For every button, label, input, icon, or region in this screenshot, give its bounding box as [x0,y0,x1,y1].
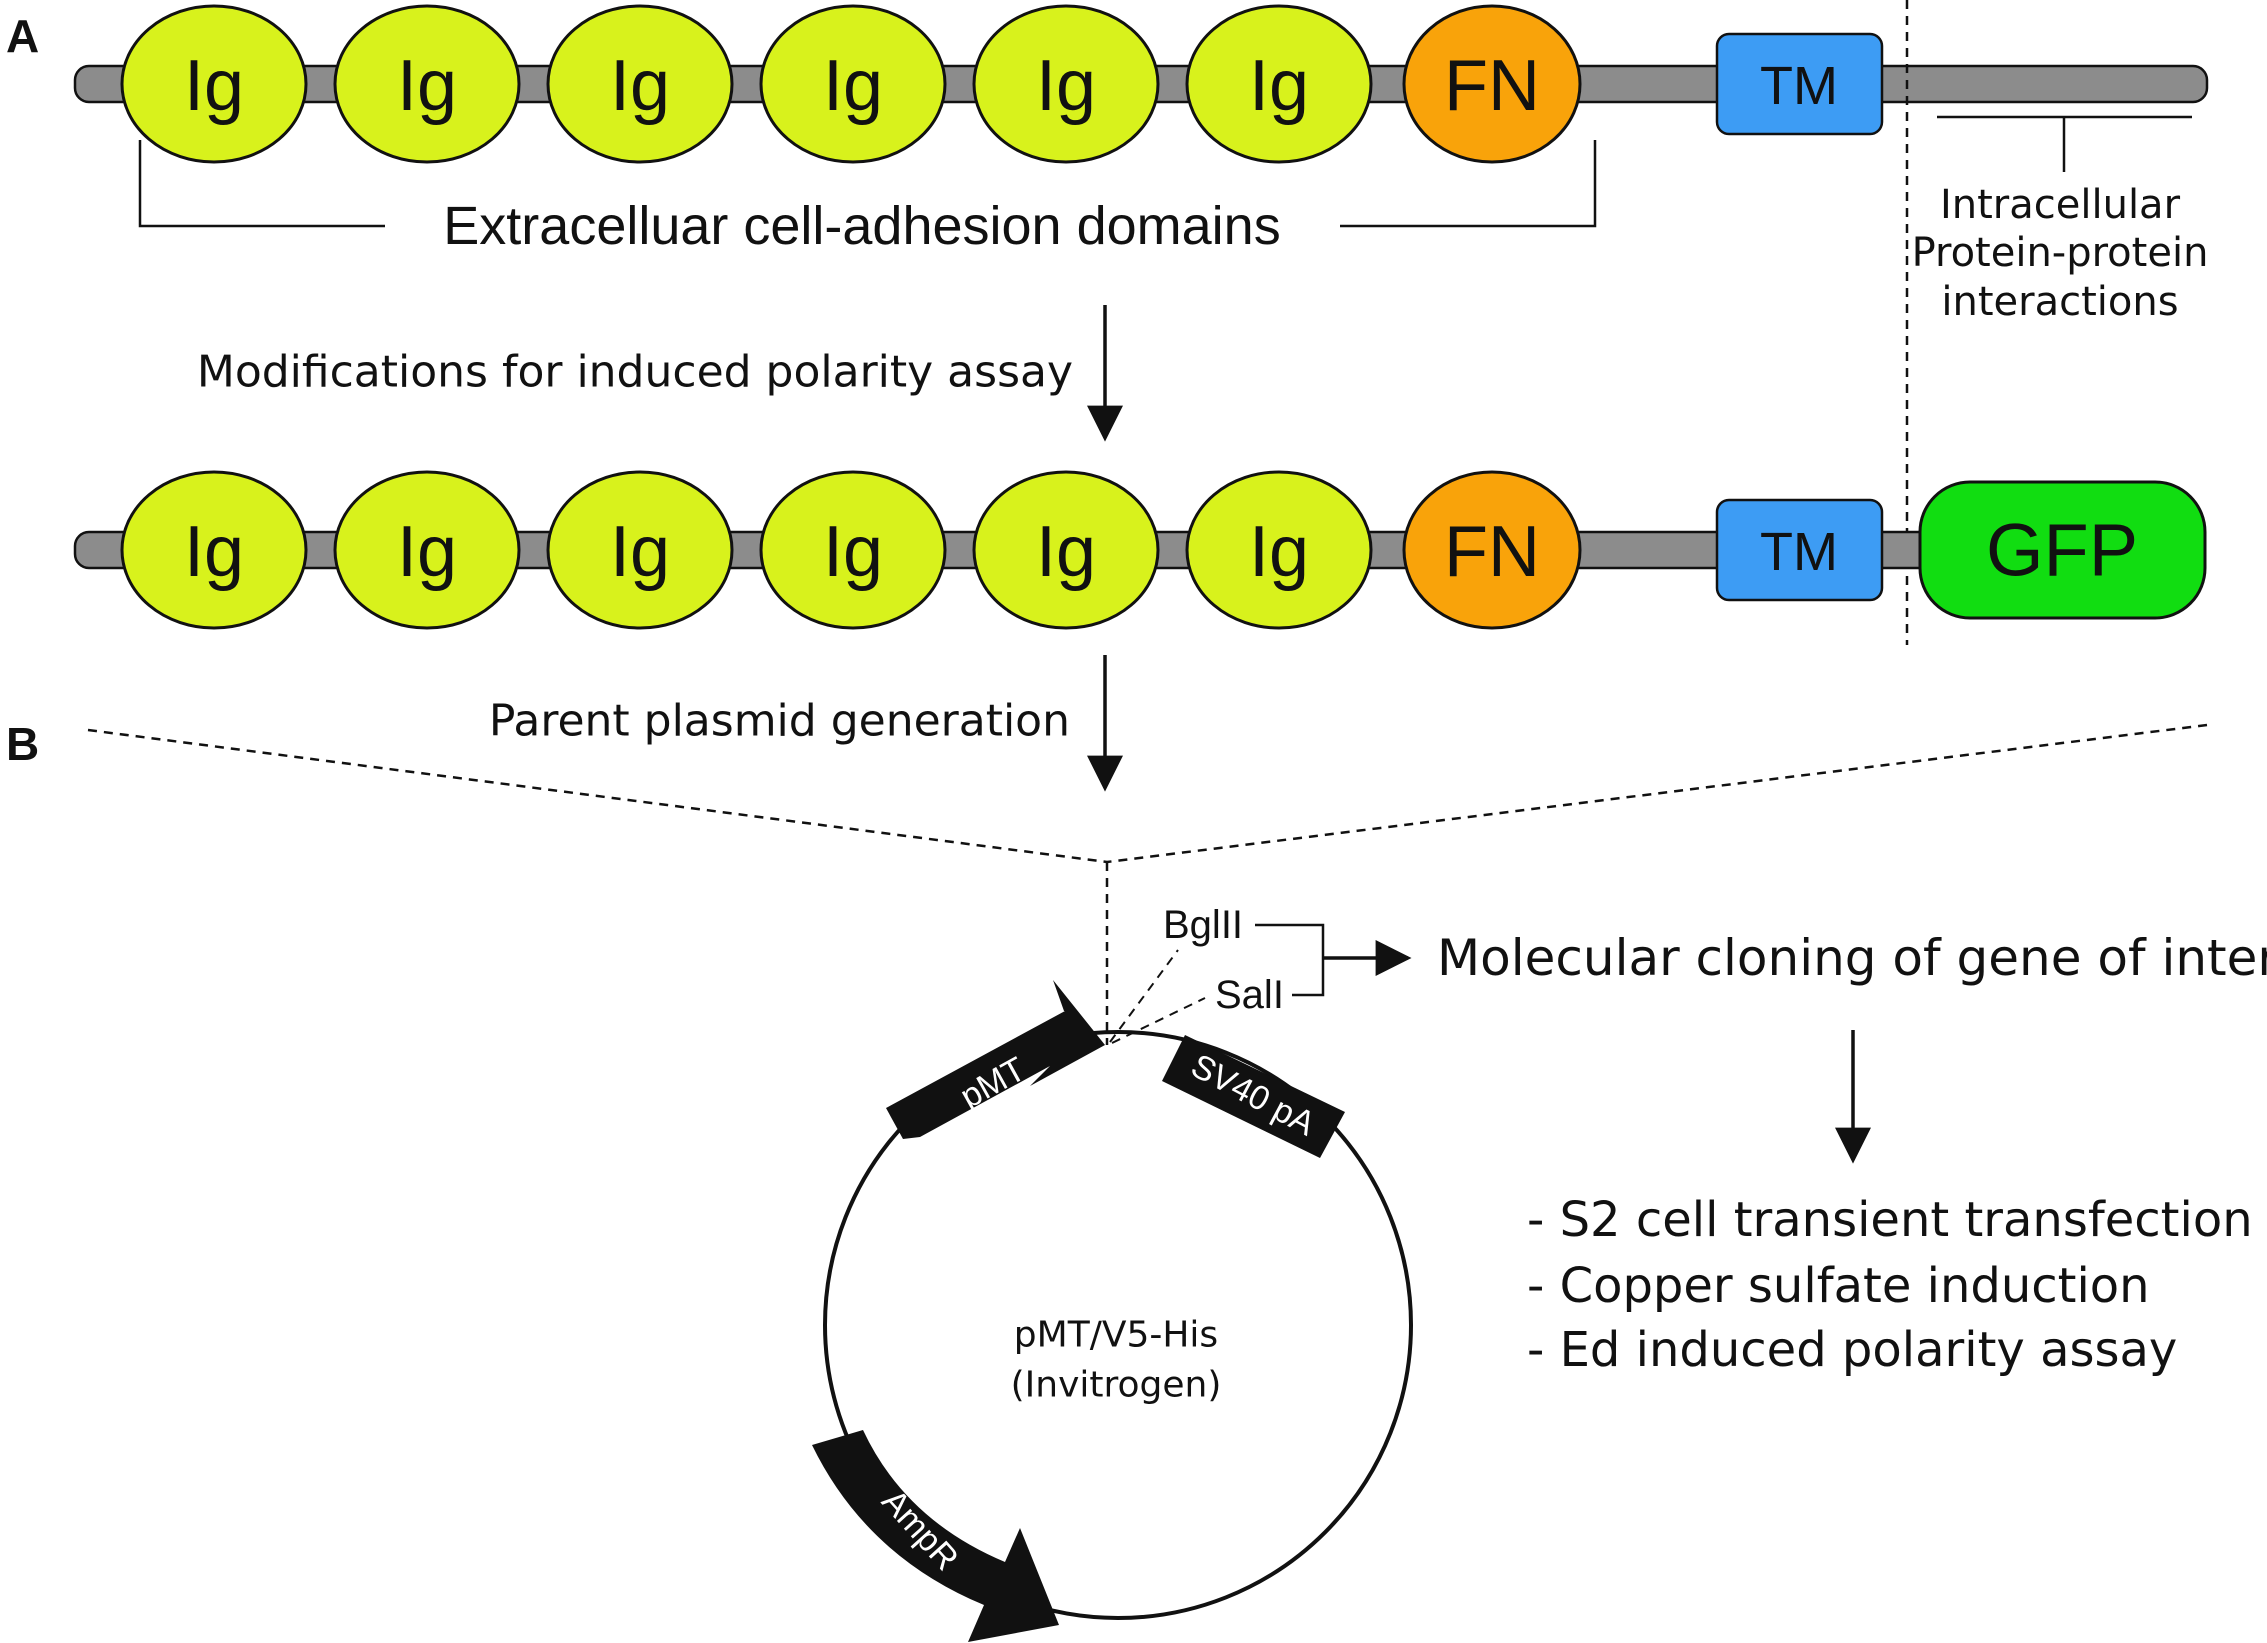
tm-domain [1715,498,1884,602]
cloning-label: Molecular cloning of gene of interest [1437,929,2267,987]
pmt-feature [886,980,1105,1139]
ig-domain [1185,470,1373,630]
intracellular-label-line-2: Protein-protein [1912,230,2209,276]
ig-domain-label: Ig [610,512,670,592]
ig-domain [120,4,308,164]
ig-domain-label: Ig [184,512,244,592]
ig-domain-label: Ig [1249,46,1309,126]
tm-domain-label: TM [1760,522,1838,582]
fn-domain-label: FN [1444,46,1540,126]
extracellular-domains-label: Extracelluar cell-adhesion domains [443,196,1280,256]
ig-domain [333,4,521,164]
ig-domain-label: Ig [1036,512,1096,592]
ig-domain-label: Ig [823,46,883,126]
fn-domain-label: FN [1444,512,1540,592]
bglii-site-label: BglII [1163,903,1243,947]
intracellular-bracket [1937,115,2192,172]
gfp-tag [1918,480,2207,620]
ig-domain [972,4,1160,164]
ig-domain [120,470,308,630]
zoom-line-left [87,728,1108,864]
step-item: - Copper sulfate induction [1527,1258,2150,1314]
step-item: - S2 cell transient transfection [1527,1192,2253,1248]
sali-site-label: SalI [1215,973,1284,1017]
panel-label-a: A [6,10,39,62]
plasmid-vendor: (Invitrogen) [1011,1365,1222,1406]
ig-domain-label: Ig [823,512,883,592]
intracellular-label-line-3: interactions [1941,279,2178,325]
zoom-line-right [1106,723,2208,864]
ig-domain-label: Ig [184,46,244,126]
ig-domain-label: Ig [397,512,457,592]
ig-domain [333,470,521,630]
ig-domain [759,470,947,630]
ig-domain-label: Ig [1249,512,1309,592]
plasmid-name: pMT/V5-His [1014,1315,1218,1356]
plasmid-circle [823,1030,1413,1620]
fn-domain [1402,4,1582,164]
modification-step-label: Modifications for induced polarity assay [197,347,1073,398]
ig-domain [1185,4,1373,164]
ig-domain-label: Ig [1036,46,1096,126]
tm-domain-label: TM [1760,56,1838,116]
plasmid-generation-label: Parent plasmid generation [489,696,1070,747]
ig-domain-label: Ig [397,46,457,126]
ig-domain [759,4,947,164]
sv40pa-feature [1162,1035,1345,1158]
ig-domain [546,470,734,630]
tm-domain [1715,32,1884,136]
native-protein-construct [73,4,2209,164]
extracellular-bracket [138,140,1597,228]
ig-domain [972,470,1160,630]
bglii-pointer [1109,949,1179,1043]
gfp-fusion-construct [73,470,2207,630]
sites-bracket [1255,923,1325,997]
gfp-tag-label: GFP [1986,509,2138,592]
ig-domain [546,4,734,164]
sali-pointer [1111,997,1206,1044]
fn-domain [1402,470,1582,630]
ampr-feature [812,1430,1059,1642]
ig-domain-label: Ig [610,46,670,126]
step-item: - Ed induced polarity assay [1527,1322,2177,1378]
panel-label-b: B [6,718,39,770]
intracellular-label-line-1: Intracellular [1940,182,2181,228]
